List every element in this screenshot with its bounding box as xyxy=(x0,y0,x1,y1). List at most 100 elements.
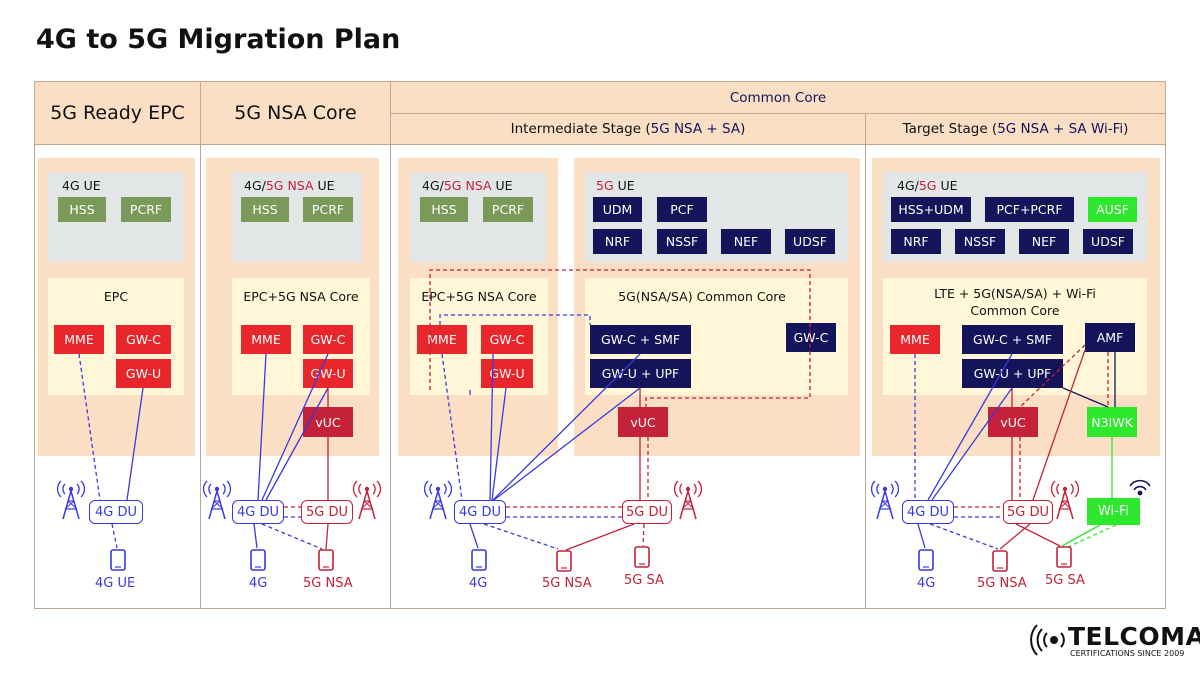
mme-box: MME xyxy=(417,325,467,354)
header-5g-ready-epc: 5G Ready EPC xyxy=(34,81,201,145)
gw-u-box: GW-U xyxy=(303,359,353,388)
common-core-label-line2: Common Core xyxy=(970,303,1060,318)
header-target-inner: 5G NSA + SA Wi-Fi xyxy=(997,121,1124,137)
5g-ue-label: 5G UE xyxy=(596,178,635,193)
5g-tower-icon xyxy=(673,480,703,520)
gw-u-box: GW-U xyxy=(116,359,171,388)
5g-ue-label-b: UE xyxy=(613,178,635,193)
wifi-ap-box: Wi-Fi xyxy=(1087,498,1140,525)
4g-tower-icon xyxy=(423,480,453,520)
ue-label: 4G/5G UE xyxy=(897,178,958,193)
mme-box: MME xyxy=(54,325,104,354)
pcrf-box: PCRF xyxy=(303,197,353,222)
4g-du-box: 4G DU xyxy=(89,500,143,524)
hss-box: HSS xyxy=(58,197,106,222)
ausf-box: AUSF xyxy=(1088,197,1137,222)
pcrf-box: PCRF xyxy=(121,197,171,222)
4g-du-box: 4G DU xyxy=(454,500,506,524)
4g-du-box: 4G DU xyxy=(902,500,954,524)
4g-device-label: 4G xyxy=(917,576,936,591)
pcf-box: PCF xyxy=(657,197,707,222)
phone-icon xyxy=(1056,546,1072,568)
header-target-prefix: Target Stage ( xyxy=(902,121,998,137)
gw-c-smf-box: GW-C + SMF xyxy=(590,325,691,354)
phone-icon xyxy=(110,549,126,571)
4g-tower-icon xyxy=(870,480,900,520)
header-intermediate-inner: 5G NSA + SA xyxy=(650,121,741,137)
mme-box: MME xyxy=(241,325,291,354)
nssf-box: NSSF xyxy=(657,229,707,254)
vuc-box: vUC xyxy=(988,407,1038,437)
nrf-box: NRF xyxy=(593,229,642,254)
5g-tower-icon xyxy=(352,480,382,520)
epc-5g-nsa-label: EPC+5G NSA Core xyxy=(243,289,359,304)
ue-label-a: 4G/ xyxy=(422,178,444,193)
5g-nsa-device-label: 5G NSA xyxy=(303,576,353,591)
4g-ue-label: 4G UE xyxy=(95,576,136,591)
4g-device-label: 4G xyxy=(249,576,268,591)
hss-box: HSS xyxy=(241,197,289,222)
header-intermediate-suffix: ) xyxy=(740,121,746,137)
ue-label-a: 4G/ xyxy=(244,178,266,193)
ue-label: 4G UE xyxy=(62,178,101,193)
page-title: 4G to 5G Migration Plan xyxy=(36,24,401,55)
header-target-stage: Target Stage (5G NSA + SA Wi-Fi) xyxy=(865,113,1166,145)
n3iwk-box: N3IWK xyxy=(1087,407,1137,437)
ue-label-c: UE xyxy=(936,178,958,193)
epc-5g-nsa-label: EPC+5G NSA Core xyxy=(421,289,537,304)
phone-icon xyxy=(250,549,266,571)
nssf-box: NSSF xyxy=(955,229,1005,254)
5g-du-box: 5G DU xyxy=(301,500,353,524)
telcoma-logo-icon xyxy=(1030,624,1065,656)
gw-c-box-5g: GW-C xyxy=(786,323,836,352)
header-common-core: Common Core xyxy=(390,81,1166,114)
5g-nsa-device-label: 5G NSA xyxy=(542,576,592,591)
4g-device-label: 4G xyxy=(469,576,488,591)
4g-tower-icon xyxy=(56,480,86,520)
wifi-signal-icon xyxy=(1129,479,1151,496)
telcoma-logo: TELCOMA xyxy=(1068,622,1200,651)
udsf-box: UDSF xyxy=(785,229,835,254)
gw-u-box: GW-U xyxy=(481,359,533,388)
phone-icon xyxy=(471,549,487,571)
hss-box: HSS xyxy=(420,197,468,222)
ue-label: 4G/5G NSA UE xyxy=(422,178,513,193)
5g-du-box: 5G DU xyxy=(1003,500,1053,524)
5g-ue-label-a: 5G xyxy=(596,178,614,193)
ue-label-b: 5G xyxy=(918,178,937,193)
gw-u-upf-box: GW-U + UPF xyxy=(590,359,691,388)
4g-du-box: 4G DU xyxy=(232,500,284,524)
ue-label: 4G/5G NSA UE xyxy=(244,178,335,193)
header-intermediate-prefix: Intermediate Stage ( xyxy=(510,121,651,137)
header-target-suffix: ) xyxy=(1123,121,1129,137)
epc-label: EPC xyxy=(103,289,129,304)
gw-u-upf-box: GW-U + UPF xyxy=(962,359,1063,388)
gw-c-box: GW-C xyxy=(116,325,171,354)
gw-c-smf-box: GW-C + SMF xyxy=(962,325,1063,354)
gw-c-box: GW-C xyxy=(481,325,533,354)
hss-udm-box: HSS+UDM xyxy=(891,197,971,222)
gw-c-box: GW-C xyxy=(303,325,353,354)
pcrf-box: PCRF xyxy=(483,197,533,222)
vuc-box: vUC xyxy=(618,407,668,437)
phone-icon xyxy=(992,550,1008,572)
5g-sa-device-label: 5G SA xyxy=(624,573,664,588)
udsf-box: UDSF xyxy=(1083,229,1133,254)
ue-label-c: UE xyxy=(313,178,335,193)
5g-tower-icon xyxy=(1050,480,1080,520)
common-core-label-line1: LTE + 5G(NSA/SA) + Wi-Fi xyxy=(934,286,1096,301)
pcf-pcrf-box: PCF+PCRF xyxy=(985,197,1074,222)
4g-tower-icon xyxy=(202,480,232,520)
ue-label-b: 5G NSA xyxy=(443,178,492,193)
ue-label-a: 4G/ xyxy=(897,178,919,193)
ue-label-c: UE xyxy=(491,178,513,193)
phone-icon xyxy=(634,546,650,568)
nef-box: NEF xyxy=(721,229,771,254)
5g-du-box: 5G DU xyxy=(622,500,672,524)
5g-common-core-label: 5G(NSA/SA) Common Core xyxy=(618,289,786,304)
nef-box: NEF xyxy=(1019,229,1069,254)
vuc-box: vUC xyxy=(303,407,353,437)
nrf-box: NRF xyxy=(891,229,941,254)
udm-box: UDM xyxy=(593,197,642,222)
